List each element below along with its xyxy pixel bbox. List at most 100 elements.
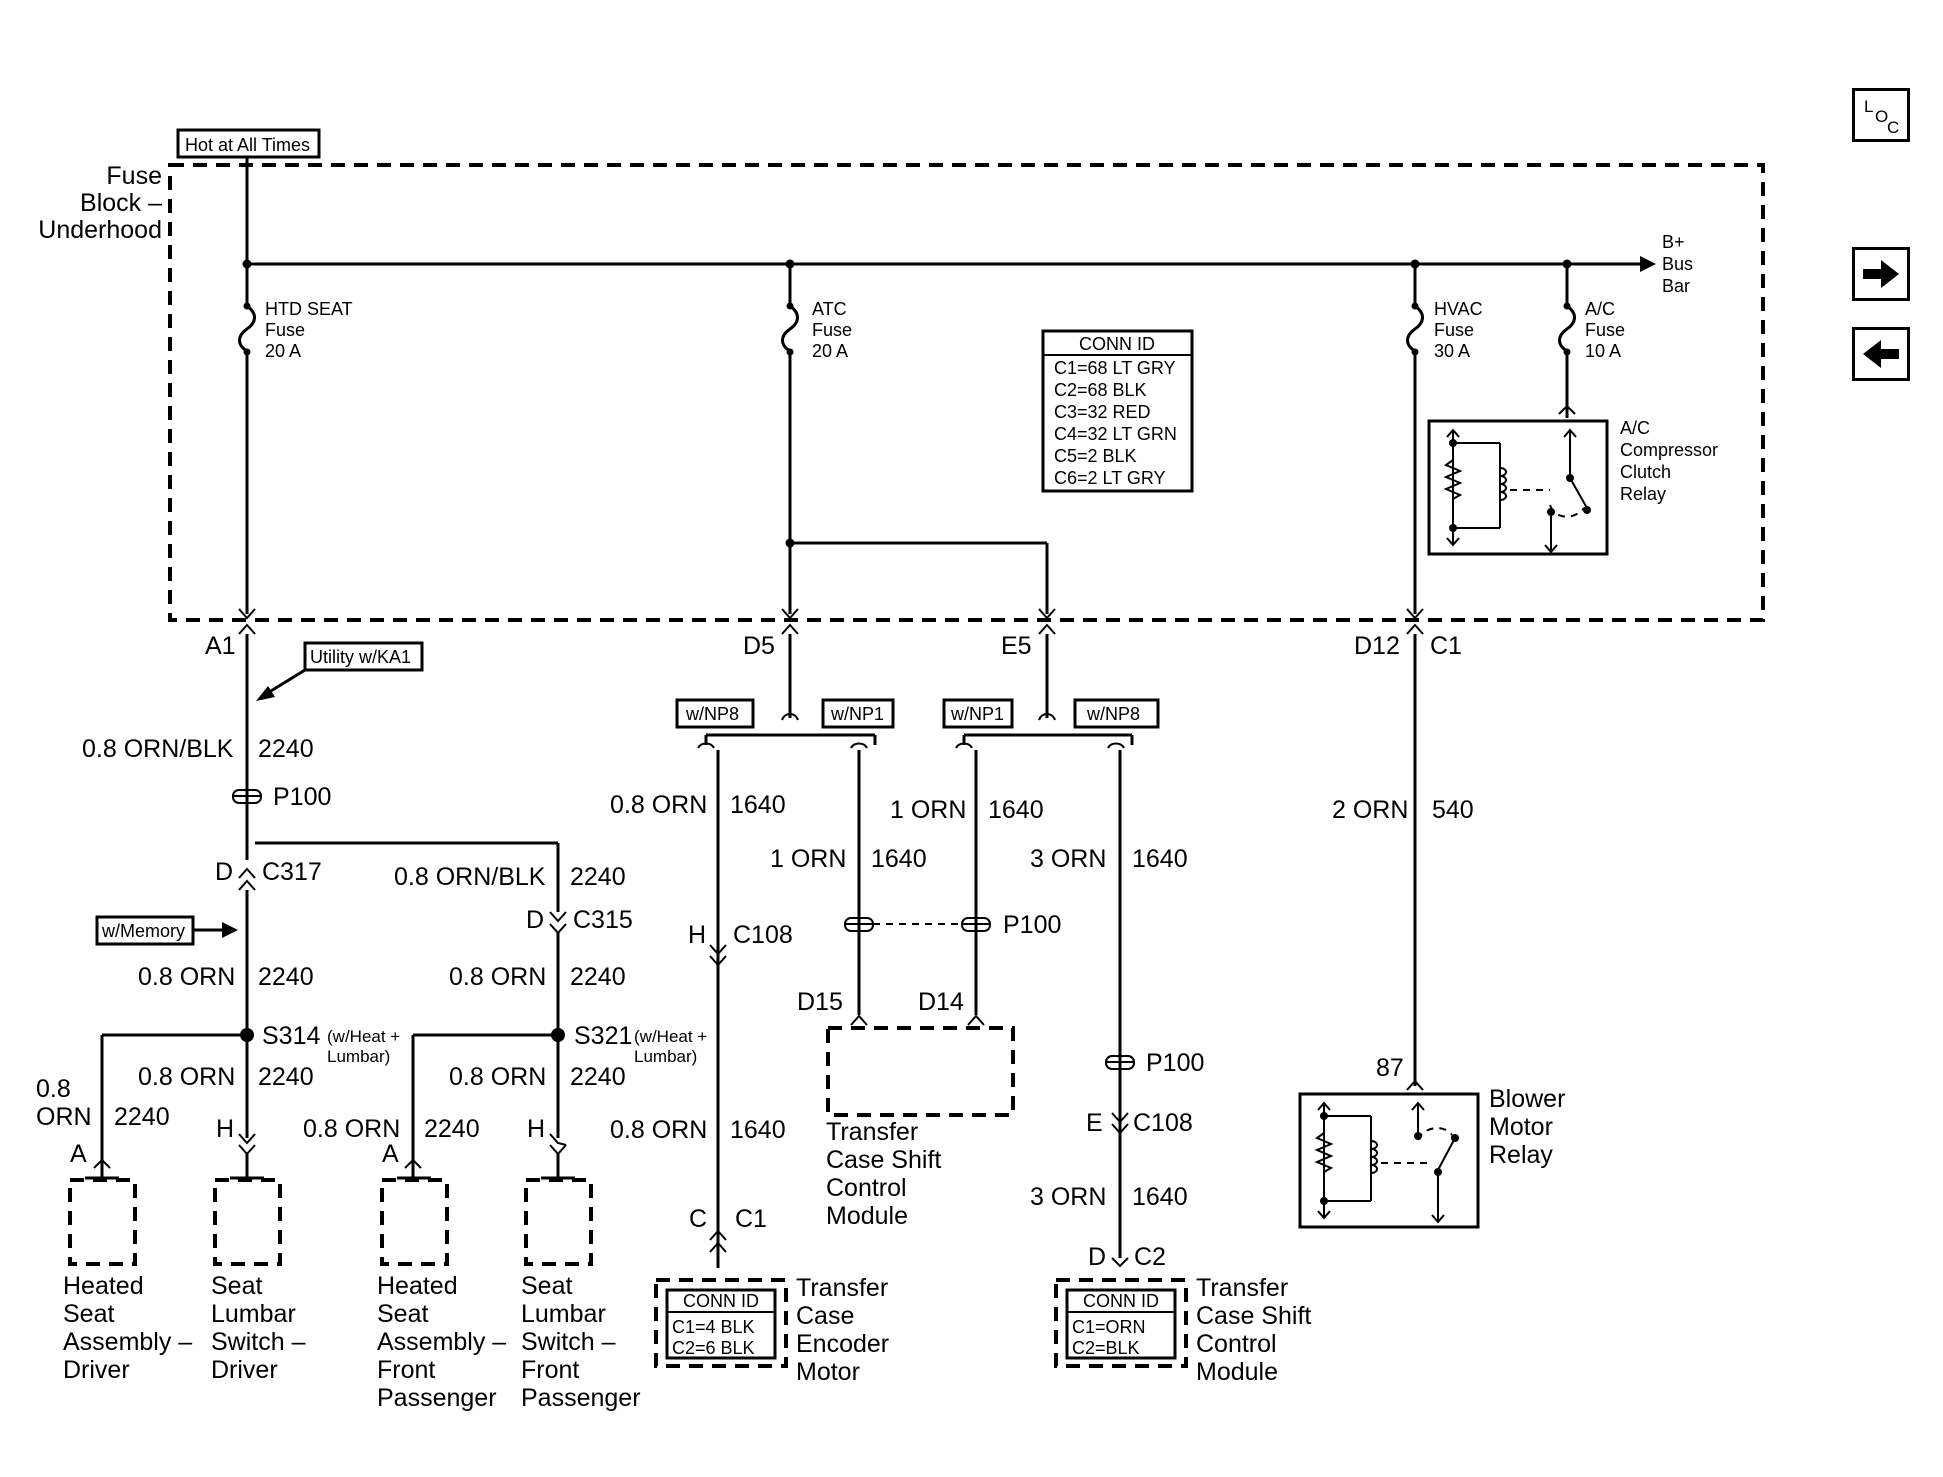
- conn-id-encoder-title: CONN ID: [683, 1291, 759, 1311]
- heated-seat-driver-2: Seat: [63, 1300, 114, 1328]
- wire-0.8-orn-f: 0.8 ORN: [303, 1115, 400, 1143]
- lumbar-driver-1: Seat: [211, 1272, 262, 1300]
- seat-lumbar-switch-front-passenger: Seat Lumbar Switch – Front Passenger: [521, 1176, 641, 1412]
- wire-3-orn-a: 3 ORN: [1030, 845, 1106, 873]
- fuse-block-label-2: Block –: [80, 189, 162, 217]
- tc-module-a-4: Module: [826, 1202, 908, 1230]
- blower-relay-label-1: Blower: [1489, 1085, 1565, 1113]
- fuse-hvac-type: Fuse: [1434, 320, 1474, 340]
- c317-pin: D: [215, 858, 233, 886]
- lumbar-driver-2: Lumbar: [211, 1300, 296, 1328]
- wire-1-orn-b: 1 ORN: [770, 845, 846, 873]
- circuit-2240-g: 2240: [114, 1103, 170, 1131]
- lumbar-pass-3: Switch –: [521, 1328, 616, 1356]
- conn-id-module-title: CONN ID: [1083, 1291, 1159, 1311]
- fuse-block-label-1: Fuse: [106, 162, 162, 190]
- wire-0.8-orn-e-gauge: 0.8: [36, 1075, 71, 1103]
- wire-0.8-orn-blk-b: 0.8 ORN/BLK: [394, 863, 546, 891]
- loc-letter-o: O: [1875, 107, 1889, 126]
- fuse-atc-type: Fuse: [812, 320, 852, 340]
- hot-at-all-times-label: Hot at All Times: [185, 135, 310, 155]
- inline-p100-c: P100: [1146, 1049, 1204, 1077]
- pin-87: 87: [1376, 1054, 1404, 1082]
- inline-p100-b: P100: [1003, 911, 1061, 939]
- terminal-e5: E5: [1001, 632, 1032, 660]
- lumbar-driver-4: Driver: [211, 1356, 278, 1384]
- option-np1-b: w/NP1: [950, 704, 1004, 724]
- ac-relay-label-1: A/C: [1620, 418, 1650, 438]
- wire-0.8-orn-c: 0.8 ORN: [138, 1063, 235, 1091]
- circuit-1640-f: 1640: [1132, 1183, 1188, 1211]
- encoder-label-1: Transfer: [796, 1274, 888, 1302]
- s321-note-1: (w/Heat +: [634, 1027, 707, 1046]
- conn-id-main-row-2: C2=68 BLK: [1054, 380, 1147, 400]
- tc-module-a-2: Case Shift: [826, 1146, 941, 1174]
- circuit-2240-h: 2240: [424, 1115, 480, 1143]
- loc-button[interactable]: L O C: [1852, 88, 1910, 142]
- heated-seat-assembly-driver: Heated Seat Assembly – Driver: [63, 1176, 192, 1384]
- circuit-1640-c: 1640: [871, 845, 927, 873]
- next-page-button[interactable]: [1852, 247, 1910, 301]
- tc-module-b-4: Module: [1196, 1358, 1278, 1386]
- ac-relay-label-2: Compressor: [1620, 440, 1718, 460]
- blower-relay-label-2: Motor: [1489, 1113, 1553, 1141]
- heated-seat-pass-4: Front: [377, 1356, 435, 1384]
- circuit-2240-b: 2240: [570, 863, 626, 891]
- wire-0.8-orn-d: 0.8 ORN: [449, 1063, 546, 1091]
- conn-id-main-row-5: C5=2 BLK: [1054, 446, 1137, 466]
- circuit-2240-d: 2240: [570, 963, 626, 991]
- fuse-htd-seat: HTD SEAT Fuse 20 A: [238, 264, 353, 614]
- fuse-ac-name: A/C: [1585, 299, 1615, 319]
- heated-seat-driver-3: Assembly –: [63, 1328, 192, 1356]
- wire-0.8-orn-blk-a: 0.8 ORN/BLK: [82, 735, 234, 763]
- wire-0.8-orn-g: 0.8 ORN: [610, 791, 707, 819]
- blower-relay-label-3: Relay: [1489, 1141, 1553, 1169]
- lumbar-pass-4: Front: [521, 1356, 579, 1384]
- heated-seat-driver-4: Driver: [63, 1356, 130, 1384]
- conn-id-main-title: CONN ID: [1079, 334, 1155, 354]
- c1-pin-c: C: [689, 1205, 707, 1233]
- heated-seat-pass-1: Heated: [377, 1272, 458, 1300]
- fuse-htd-seat-rating: 20 A: [265, 341, 301, 361]
- encoder-label-2: Case: [796, 1302, 854, 1330]
- pin-h-driver: H: [216, 1115, 234, 1143]
- s321-note-2: Lumbar): [634, 1047, 697, 1066]
- fuse-atc: ATC Fuse 20 A: [781, 264, 852, 614]
- circuit-540: 2 ORN 540 87: [1332, 634, 1474, 1091]
- connector-c2-module: C2: [1134, 1243, 1166, 1271]
- connector-c108-a: C108: [733, 921, 793, 949]
- circuit-1640-b: 1640: [988, 796, 1044, 824]
- fuse-hvac: HVAC Fuse 30 A: [1406, 264, 1483, 614]
- wire-0.8-orn-a: 0.8 ORN: [138, 963, 235, 991]
- connector-c1-encoder: C1: [735, 1205, 767, 1233]
- conn-id-encoder-row-2: C2=6 BLK: [672, 1338, 755, 1358]
- circuit-2240-c: 2240: [258, 963, 314, 991]
- option-memory: w/Memory: [101, 921, 185, 941]
- transfer-case-shift-control-module-a: Transfer Case Shift Control Module: [826, 1026, 1015, 1230]
- arrow-right-icon: [1863, 260, 1899, 288]
- ac-relay-label-4: Relay: [1620, 484, 1666, 504]
- bus-bar-label-1: B+: [1662, 232, 1685, 252]
- conn-id-main-row-3: C3=32 RED: [1054, 402, 1151, 422]
- circuit-2240-a: 2240: [258, 735, 314, 763]
- fuse-hvac-name: HVAC: [1434, 299, 1483, 319]
- fuse-ac: A/C Fuse 10 A: [1558, 264, 1625, 418]
- arrow-left-icon: [1863, 340, 1899, 368]
- bus-bar: B+ Bus Bar: [242, 232, 1693, 296]
- ac-relay-label-3: Clutch: [1620, 462, 1671, 482]
- previous-page-button[interactable]: [1852, 327, 1910, 381]
- tc-module-b-3: Control: [1196, 1330, 1277, 1358]
- pin-a-passenger: A: [382, 1140, 399, 1168]
- tc-module-b-2: Case Shift: [1196, 1302, 1311, 1330]
- loc-letter-l: L: [1864, 97, 1874, 116]
- conn-id-main-row-1: C1=68 LT GRY: [1054, 358, 1176, 378]
- pin-h-passenger: H: [527, 1115, 545, 1143]
- wire-3-orn-b: 3 ORN: [1030, 1183, 1106, 1211]
- circuit-2240-e: 2240: [258, 1063, 314, 1091]
- lumbar-pass-5: Passenger: [521, 1384, 641, 1412]
- wire-0.8-orn-b: 0.8 ORN: [449, 963, 546, 991]
- wire-2-orn: 2 ORN: [1332, 796, 1408, 824]
- fuse-atc-name: ATC: [812, 299, 847, 319]
- option-np8-a: w/NP8: [685, 704, 739, 724]
